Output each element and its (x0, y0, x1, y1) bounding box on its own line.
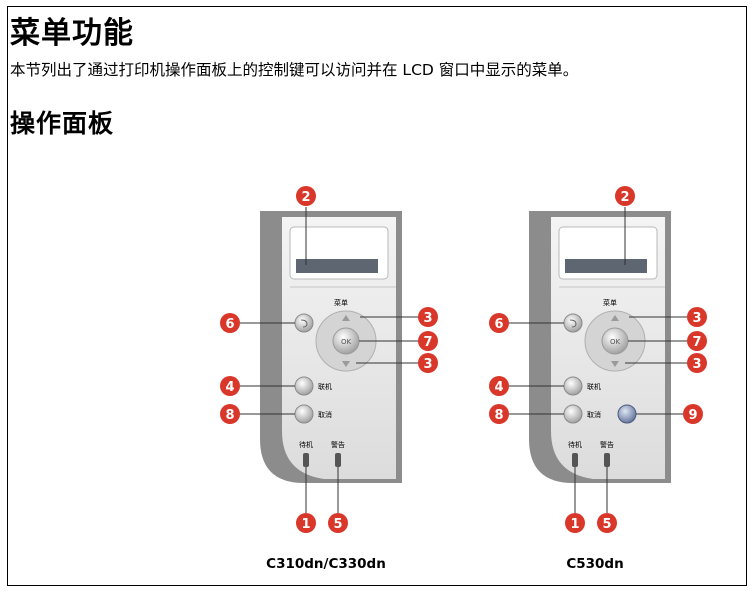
svg-text:3: 3 (692, 311, 701, 326)
alarm-label: 警告 (600, 440, 614, 449)
svg-text:7: 7 (692, 335, 701, 350)
caption-c530: C530dn (566, 556, 624, 572)
callout-4: 4 (489, 376, 509, 396)
svg-text:1: 1 (301, 517, 310, 532)
svg-text:3: 3 (423, 357, 432, 372)
svg-text:3: 3 (692, 357, 701, 372)
online-button[interactable] (294, 376, 314, 396)
lcd-window (296, 259, 378, 273)
page-title: 菜单功能 (10, 16, 134, 51)
menu-down-arrow-icon[interactable] (611, 361, 619, 367)
callout-2: 2 (296, 186, 316, 206)
menu-up-arrow-icon[interactable] (342, 315, 350, 321)
callout-9: 9 (683, 404, 703, 424)
back-button[interactable] (294, 313, 314, 333)
intro-paragraph: 本节列出了通过打印机操作面板上的控制键可以访问并在 LCD 窗口中显示的菜单。 (10, 61, 579, 79)
lcd-window (565, 259, 647, 273)
svg-text:6: 6 (494, 317, 503, 332)
callout-7: 7 (418, 331, 438, 351)
menu-up-arrow-icon[interactable] (611, 315, 619, 321)
menu-label: 菜单 (334, 298, 348, 307)
svg-text:5: 5 (602, 517, 611, 532)
online-label: 联机 (587, 382, 601, 391)
callout-6: 6 (489, 313, 509, 333)
cancel-label: 取消 (587, 410, 601, 419)
callout-7: 7 (687, 331, 707, 351)
cancel-button[interactable] (294, 404, 314, 424)
alarm-indicator (335, 453, 341, 467)
svg-text:9: 9 (688, 408, 697, 423)
callout-1: 1 (296, 513, 316, 533)
ok-label: OK (341, 338, 352, 346)
callout-5: 5 (328, 513, 348, 533)
ready-label: 待机 (299, 440, 313, 449)
back-arrow-icon (300, 319, 308, 328)
callout-2: 2 (615, 186, 635, 206)
callout-8: 8 (220, 404, 240, 424)
ready-indicator (303, 453, 309, 467)
svg-text:7: 7 (423, 335, 432, 350)
ready-indicator (572, 453, 578, 467)
callout-6: 6 (220, 313, 240, 333)
callout-3-down: 3 (418, 353, 438, 373)
callout-1: 1 (565, 513, 585, 533)
alarm-label: 警告 (331, 440, 345, 449)
svg-text:8: 8 (494, 408, 503, 423)
online-button[interactable] (563, 376, 583, 396)
section-title: 操作面板 (10, 109, 115, 138)
back-button[interactable] (563, 313, 583, 333)
cancel-button[interactable] (563, 404, 583, 424)
svg-text:2: 2 (620, 190, 629, 205)
svg-text:8: 8 (225, 408, 234, 423)
svg-text:5: 5 (333, 517, 342, 532)
operator-panel-c530: 菜单 OK 联机 取消 待机 警告 2 6 3 7 3 4 8 9 1 5 (489, 186, 707, 533)
callout-4: 4 (220, 376, 240, 396)
callout-3-down: 3 (687, 353, 707, 373)
callout-8: 8 (489, 404, 509, 424)
ready-label: 待机 (568, 440, 582, 449)
power-save-button[interactable] (617, 404, 637, 424)
menu-down-arrow-icon[interactable] (342, 361, 350, 367)
manual-page (7, 6, 747, 586)
online-label: 联机 (318, 382, 332, 391)
callout-3-up: 3 (687, 307, 707, 327)
cancel-label: 取消 (318, 410, 332, 419)
back-arrow-icon (569, 319, 577, 328)
svg-text:3: 3 (423, 311, 432, 326)
svg-text:1: 1 (570, 517, 579, 532)
svg-text:2: 2 (301, 190, 310, 205)
alarm-indicator (604, 453, 610, 467)
svg-text:4: 4 (494, 380, 503, 395)
svg-text:4: 4 (225, 380, 234, 395)
menu-label: 菜单 (603, 298, 617, 307)
caption-c310-c330: C310dn/C330dn (266, 556, 386, 572)
callout-5: 5 (597, 513, 617, 533)
ok-label: OK (610, 338, 621, 346)
svg-text:6: 6 (225, 317, 234, 332)
callout-3-up: 3 (418, 307, 438, 327)
operator-panel-c310-c330: 菜单 OK 联机 取消 待机 警告 2 6 3 7 3 4 8 1 5 (220, 186, 438, 533)
